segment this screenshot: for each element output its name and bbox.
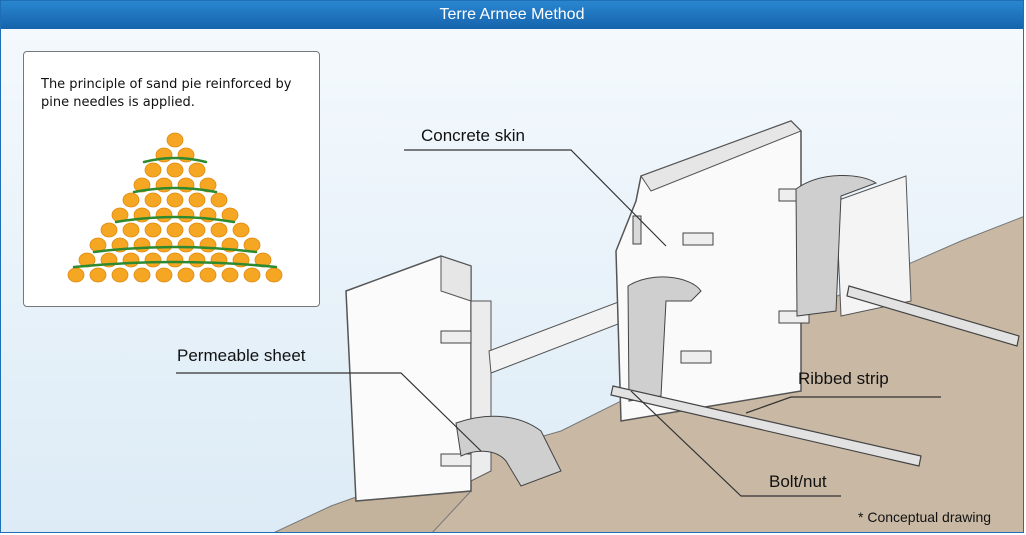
sand-pile-inset: The principle of sand pie reinforced by … [23, 51, 320, 307]
label-ribbed-strip: Ribbed strip [798, 369, 889, 388]
permeable-sheet-shapes [455, 175, 878, 487]
inset-caption: The principle of sand pie reinforced by … [41, 77, 292, 110]
ribbed-strips [610, 285, 1020, 467]
terre-armee-illustration [1, 29, 1023, 532]
label-concrete-skin: Concrete skin [421, 126, 525, 145]
conceptual-note: * Conceptual drawing [858, 509, 992, 525]
orange-pyramid-illustration [67, 132, 283, 283]
label-permeable-sheet: Permeable sheet [177, 346, 306, 365]
diagram-title: Terre Armee Method [1, 1, 1023, 29]
label-bolt-nut: Bolt/nut [769, 472, 827, 491]
